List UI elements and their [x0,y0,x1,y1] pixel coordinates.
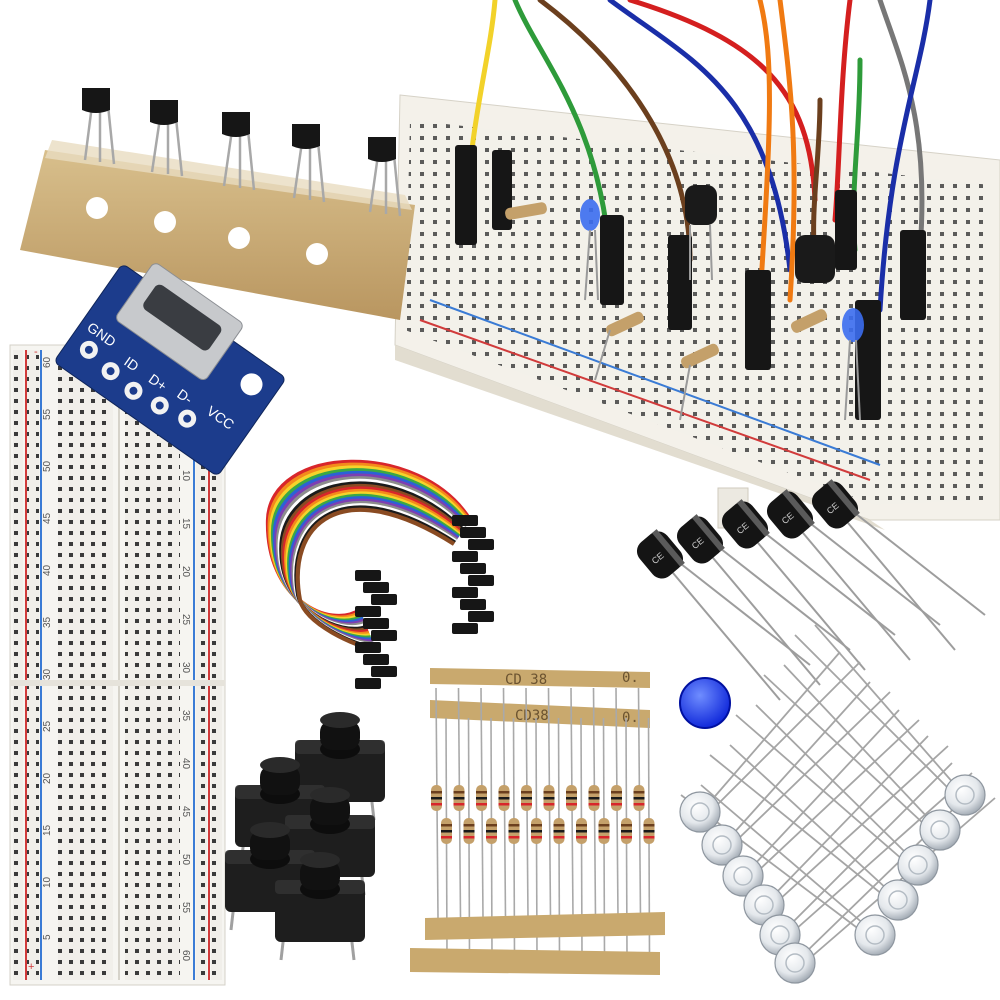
rainbow-jumper-cable [265,459,494,689]
capacitor: CE [811,479,860,529]
ruler-number: 30 [42,668,53,680]
clear-led [722,855,764,897]
button-cap [310,795,350,825]
ribbon-connector [452,551,478,562]
clear-led [701,824,743,866]
ribbon-connector [371,594,397,605]
blue-led [679,677,731,729]
ruler-number: 20 [180,566,191,578]
resistor-tape: CD 38 0. CD38 0. [410,668,665,975]
ruler-numbers-left: 60 55 50 45 40 35 30 25 20 15 10 5 [42,356,53,940]
ruler-number: 55 [42,408,53,420]
usb-breakout-board: VCC D- D+ ID GND [55,263,285,475]
minus-sign: - [34,346,38,358]
ruler-number: 40 [180,758,191,770]
ruler-number: 35 [180,710,191,722]
clear-led [854,914,896,956]
ribbon-connector [452,623,478,634]
ruler-number: 10 [180,470,191,482]
ruler-number: 25 [42,720,53,732]
ribbon-connector [460,599,486,610]
ribbon-connector [363,618,389,629]
clear-led [774,942,816,984]
ruler-number: 45 [42,512,53,524]
ruler-number: 35 [42,616,53,628]
ruler-number: 50 [180,854,191,866]
ribbon-connector [363,582,389,593]
ruler-numbers-right: 10 15 20 25 30 35 40 45 50 55 60 [180,470,191,962]
ribbon-connector [460,563,486,574]
ribbon-connector [355,678,381,689]
tape-label-a: CD 38 [505,672,547,688]
clear-led [679,791,721,833]
ruler-number: 40 [42,564,53,576]
clear-led [897,844,939,886]
button-cap [260,765,300,795]
tactile-buttons [225,712,385,961]
capacitor: CE [676,514,725,564]
capacitor: CE [766,489,815,539]
ribbon-connector [371,666,397,677]
ruler-number: 55 [180,902,191,914]
ruler-number: 15 [42,824,53,836]
ribbon-connector [468,611,494,622]
clear-led [944,774,986,816]
tape-label-b: 0. [622,670,639,686]
breadboard-parts [505,185,864,421]
ribbon-connector [460,527,486,538]
ruler-number: 45 [180,806,191,818]
ribbon-connector [371,630,397,641]
ribbon-connector [355,606,381,617]
ruler-number: 25 [180,614,191,626]
ribbon-wire [295,507,456,652]
button-cap [250,830,290,860]
ribbon-connector [355,570,381,581]
button-cap [300,860,340,890]
ribbon-connector [468,575,494,586]
ribbon-connector [452,587,478,598]
tape-label-d: 0. [622,710,639,726]
tape-label-c: CD38 [515,708,549,724]
ribbon-connector [355,642,381,653]
ruler-number: 60 [180,950,191,962]
ruler-number: 50 [42,460,53,472]
button-base [275,880,365,942]
capacitor: CE [721,499,770,549]
ruler-number: 10 [42,876,53,888]
capacitor: CE [636,529,685,579]
clear-leds [679,624,996,984]
ruler-number: 30 [180,662,191,674]
transistor-strip [20,88,415,320]
ruler-number: 60 [42,356,53,368]
ruler-number: 20 [42,772,53,784]
button-cap [320,720,360,750]
ruler-number: 15 [180,518,191,530]
ribbon-connector [452,515,478,526]
plus-sign: + [28,961,34,973]
ruler-number: 5 [42,934,53,940]
ribbon-connector [468,539,494,550]
ribbon-connector [363,654,389,665]
clear-led [877,879,919,921]
clear-led [919,809,961,851]
